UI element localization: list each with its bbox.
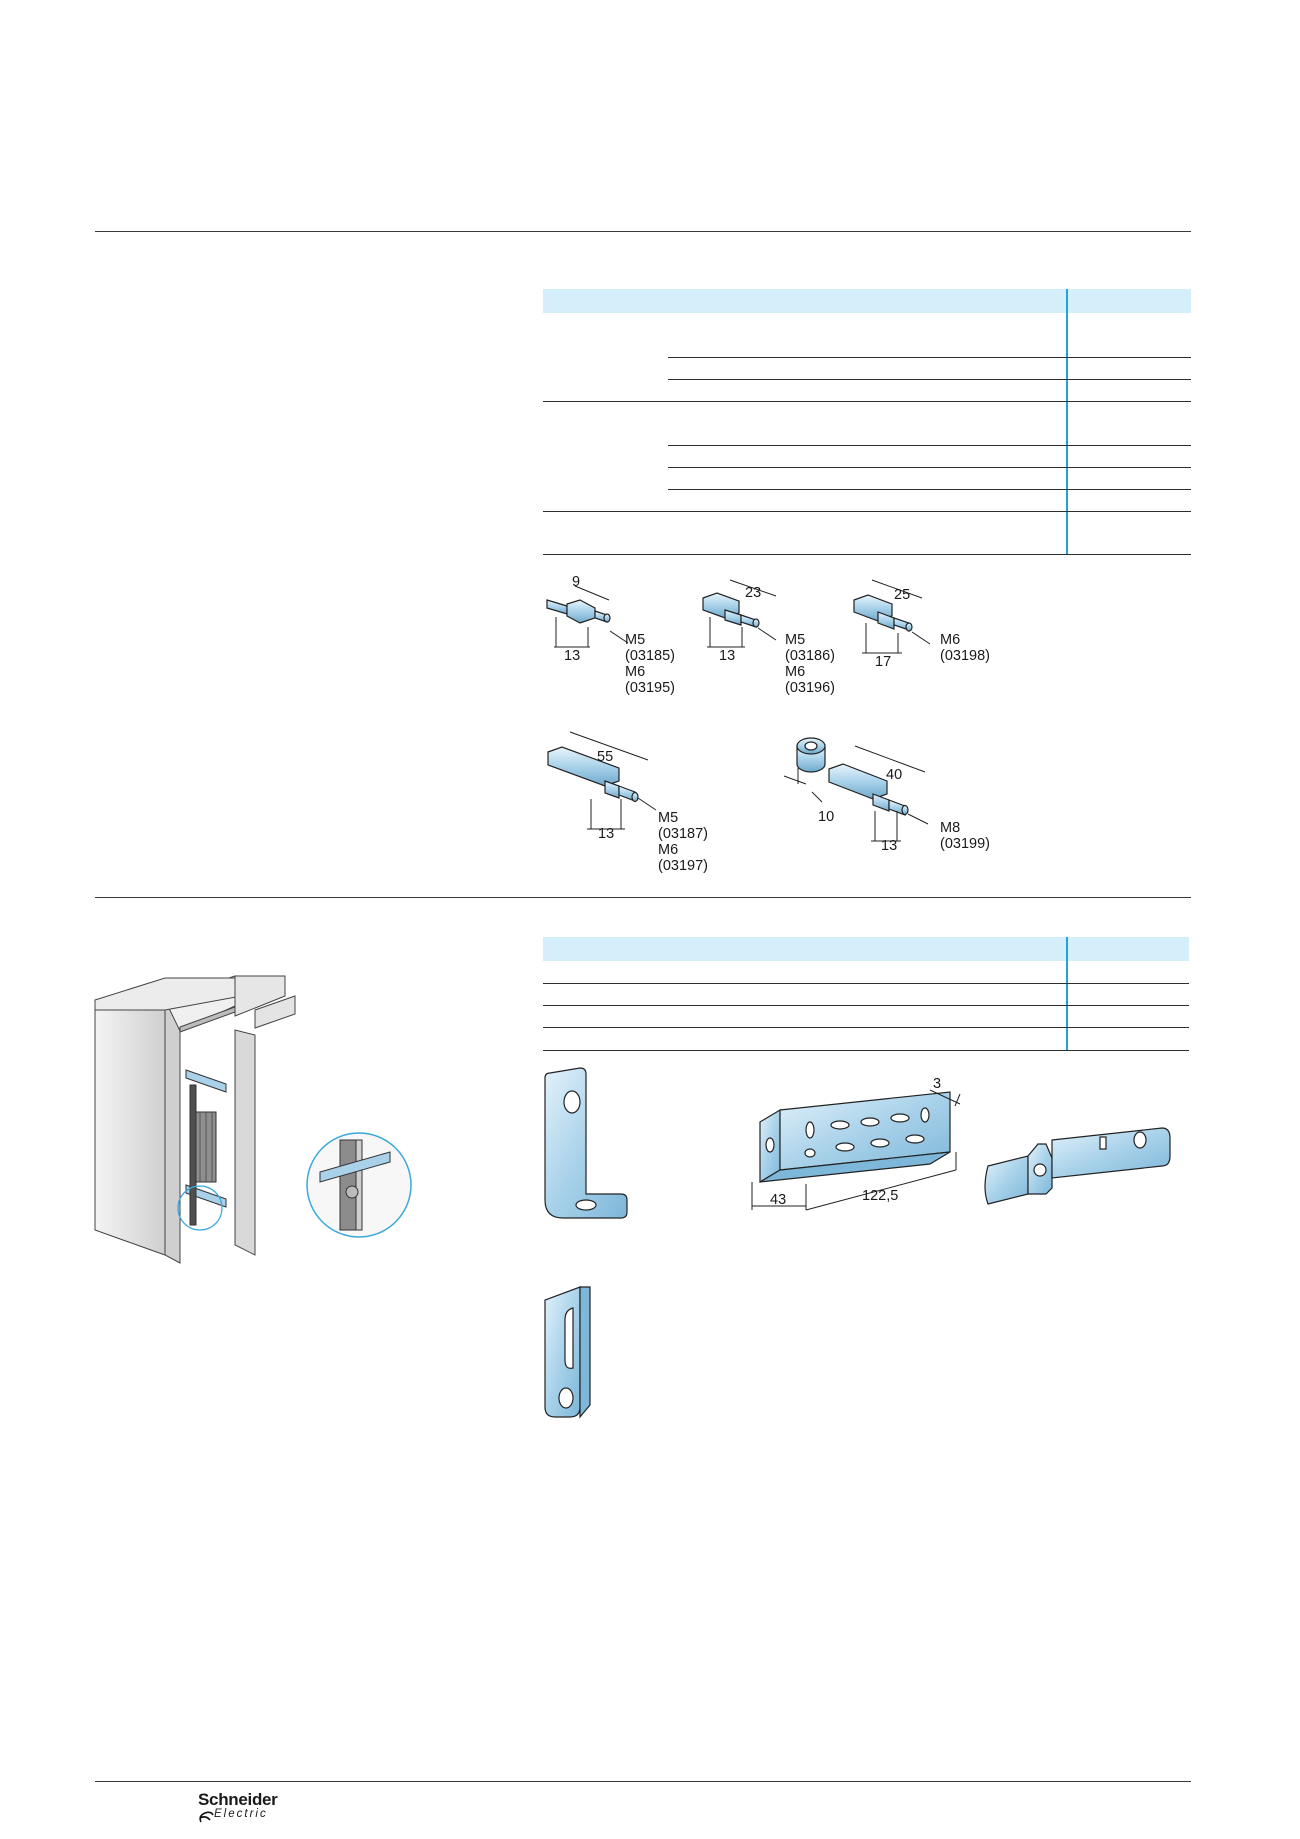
standoff-55-icon (547, 746, 639, 803)
spacer-ring-icon (796, 737, 826, 773)
ref-label: (03199) (940, 836, 990, 852)
thread-label: M8 (940, 820, 961, 836)
table-2-row (543, 983, 1189, 984)
table-1-row (543, 401, 1191, 402)
dim-9: 9 (572, 574, 581, 590)
ref-label: (03186) (785, 648, 835, 664)
dim-13: 13 (881, 838, 898, 854)
table-1-row (668, 357, 1191, 358)
table-1-header (543, 289, 1191, 313)
clip-bracket-icon (984, 1127, 1171, 1205)
dim-17: 17 (875, 654, 892, 670)
detail-zoom-icon (306, 1132, 412, 1238)
standoff-23-icon (702, 592, 760, 628)
ref-label: (03185) (625, 648, 675, 664)
top-rule (95, 231, 1191, 232)
ref-label: (03195) (625, 680, 675, 696)
dim-13: 13 (719, 648, 736, 664)
table-2-row (543, 1027, 1189, 1028)
standoff-9-icon (546, 599, 611, 624)
section-rule (95, 897, 1191, 898)
thread-label: M5 (658, 810, 679, 826)
thread-label: M6 (625, 664, 646, 680)
table-1-row (543, 511, 1191, 512)
footer-rule (95, 1781, 1191, 1782)
brand-sub: Electric (214, 1808, 268, 1820)
logo-mark-icon (199, 1811, 214, 1823)
dim-13: 13 (598, 826, 615, 842)
table-1-row (668, 445, 1191, 446)
dim-55: 55 (597, 749, 614, 765)
dim-40: 40 (886, 767, 903, 783)
dim-25: 25 (894, 587, 911, 603)
dim-13: 13 (564, 648, 581, 664)
l-bracket-icon (544, 1067, 628, 1219)
ref-label: (03198) (940, 648, 990, 664)
dim-depth: 43 (770, 1192, 787, 1208)
table-2-divider (1066, 937, 1068, 1051)
thread-label: M6 (940, 632, 961, 648)
dim-length: 122,5 (862, 1188, 899, 1204)
enclosure-frame-icon (94, 975, 296, 1264)
table-1-divider (1066, 289, 1068, 554)
dim-10: 10 (818, 809, 835, 825)
ref-label: (03187) (658, 826, 708, 842)
table-1-row (668, 379, 1191, 380)
dim-thickness: 3 (933, 1076, 942, 1092)
table-2-header (543, 937, 1189, 961)
tab-bracket-icon (544, 1286, 591, 1419)
table-1-row (668, 467, 1191, 468)
busbar-support-icon (185, 1069, 227, 1226)
table-1-row (543, 554, 1191, 555)
table-2-row (543, 1050, 1189, 1051)
standoff-25-icon (853, 594, 913, 632)
thread-label: M6 (785, 664, 806, 680)
dim-23: 23 (745, 585, 762, 601)
thread-label: M5 (785, 632, 806, 648)
table-1-row (668, 489, 1191, 490)
angle-bracket-icon (759, 1091, 951, 1184)
standoff-40-icon (828, 763, 909, 816)
thread-label: M5 (625, 632, 646, 648)
ref-label: (03196) (785, 680, 835, 696)
table-2-row (543, 1005, 1189, 1006)
ref-label: (03197) (658, 858, 708, 874)
detail-callout-small (177, 1185, 223, 1231)
brand-name: Schneider (198, 1790, 278, 1809)
thread-label: M6 (658, 842, 679, 858)
